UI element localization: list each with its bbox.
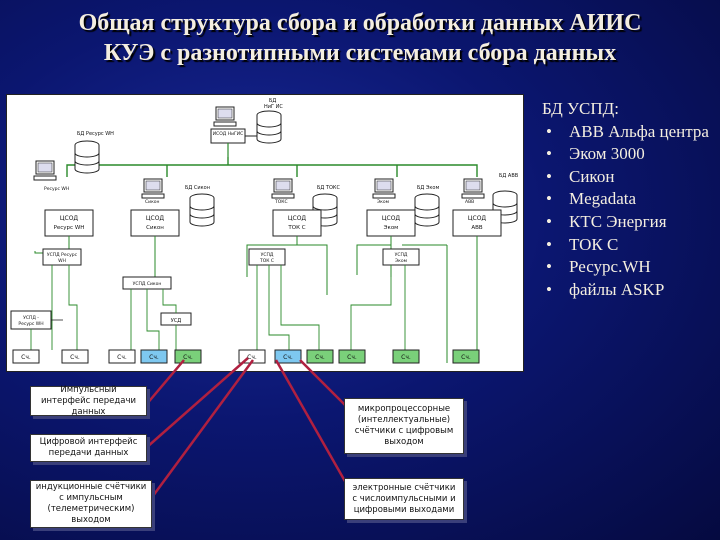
pc-label: ТОКС bbox=[274, 199, 288, 205]
uspd-box bbox=[42, 248, 82, 266]
meter-label: Сч. bbox=[247, 354, 257, 361]
title-line-1: Общая структура сбора и обработки данных… bbox=[78, 10, 642, 36]
uspd-box bbox=[248, 248, 286, 266]
side-list-item: Megadata bbox=[542, 188, 717, 211]
db-resource-label: БД Ресурс WH bbox=[77, 131, 114, 137]
ccod-label: ТОК С bbox=[287, 225, 305, 231]
db-abb-label: БД АВВ bbox=[499, 173, 519, 179]
meter-label: Сч. bbox=[347, 354, 357, 361]
title-line-2: КУЭ с разнотипными системами сбора данны… bbox=[103, 40, 617, 66]
side-heading: БД УСПД: bbox=[542, 99, 619, 118]
uspd-label: Ресурс WH bbox=[18, 321, 43, 327]
top-db-label-2: НиГ ИС bbox=[264, 104, 283, 110]
pc-label: Сикон bbox=[145, 199, 160, 205]
callout-microprocessor-meters: микропроцессорные (интеллектуальные) счё… bbox=[344, 398, 464, 454]
callout-impulse-interface: Импульсный интерфейс передачи данных bbox=[30, 385, 147, 417]
uspd-label: WH bbox=[58, 258, 66, 264]
meter-label: Сч. bbox=[283, 354, 293, 361]
side-list-item: Ресурс.WH bbox=[542, 256, 717, 279]
workstation-icon bbox=[33, 160, 57, 181]
database-icon bbox=[256, 110, 282, 144]
side-list-item: ТОК С bbox=[542, 234, 717, 257]
side-list-item: Сикон bbox=[542, 166, 717, 189]
meter-label: Сч. bbox=[183, 354, 193, 361]
uspd-label: УСПД bbox=[395, 252, 408, 258]
workstation-icon bbox=[141, 178, 165, 199]
uspd-label: УСПД Сикон bbox=[133, 281, 162, 287]
database-icon bbox=[74, 140, 100, 174]
side-list-item: Эком 3000 bbox=[542, 143, 717, 166]
pc-label: Эком bbox=[377, 199, 389, 205]
callout-induction-meters: индукционные счётчики с импульсным (теле… bbox=[30, 480, 152, 528]
side-list-item: файлы ASKP bbox=[542, 279, 717, 302]
ccod-label: ЦСОД bbox=[288, 215, 307, 222]
uspd-database-list: БД УСПД: АВВ Альфа центра Эком 3000 Сико… bbox=[542, 98, 717, 301]
uspd-box bbox=[382, 248, 420, 266]
ccod-label: Ресурс WH bbox=[54, 225, 85, 231]
db-ekom-label: БД Эком bbox=[417, 185, 439, 191]
db-sikon-label: БД Сикон bbox=[185, 185, 210, 191]
pc-label: Ресурс WH bbox=[44, 186, 69, 192]
workstation-icon bbox=[213, 106, 237, 127]
top-db-label-1: БД bbox=[269, 98, 276, 104]
meter-label: Сч. bbox=[461, 354, 471, 361]
ccod-boxes bbox=[44, 209, 502, 237]
uspd-label: УСПД - bbox=[23, 315, 39, 321]
ccod-label: ЦСОД bbox=[146, 215, 165, 222]
ccod-label: Эком bbox=[384, 225, 399, 231]
pc-label: АВВ bbox=[465, 199, 474, 205]
meter-label: Сч. bbox=[70, 354, 80, 361]
meter-label: Сч. bbox=[401, 354, 411, 361]
database-icon bbox=[414, 193, 440, 227]
uspd-label: УСПД bbox=[261, 252, 274, 258]
db-tok-label: БД ТОКС bbox=[317, 185, 340, 191]
callout-digital-interface: Цифровой интерфейс передачи данных bbox=[30, 434, 147, 462]
meter-label: Сч. bbox=[117, 354, 127, 361]
callout-electronic-meters: электронные счётчики с числоимпульсными … bbox=[344, 478, 464, 520]
ccod-label: АВВ bbox=[471, 225, 483, 231]
uspd-label: Эком bbox=[395, 258, 407, 264]
workstation-icon bbox=[271, 178, 295, 199]
uspd-label: УСД bbox=[171, 318, 182, 324]
workstation-icon bbox=[461, 178, 485, 199]
database-icon bbox=[189, 193, 215, 227]
structure-diagram: БД НиГ ИС ИСОД НиГИС БД Ресурс WH Ресурс… bbox=[6, 94, 524, 372]
meter-label: Сч. bbox=[149, 354, 159, 361]
uspd-label: УСПД Ресурс bbox=[47, 252, 78, 258]
side-list: АВВ Альфа центра Эком 3000 Сикон Megadat… bbox=[542, 121, 717, 302]
side-list-item: АВВ Альфа центра bbox=[542, 121, 717, 144]
isod-label: ИСОД НиГИС bbox=[213, 131, 244, 137]
ccod-label: ЦСОД bbox=[382, 215, 401, 222]
meter-label: Сч. bbox=[315, 354, 325, 361]
ccod-label: Сикон bbox=[146, 225, 164, 231]
diagram-canvas: БД НиГ ИС ИСОД НиГИС БД Ресурс WH Ресурс… bbox=[10, 98, 519, 364]
uspd-label: ТОК С bbox=[259, 258, 274, 264]
workstation-icon bbox=[372, 178, 396, 199]
ccod-label: ЦСОД bbox=[60, 215, 79, 222]
slide-title: Общая структура сбора и обработки данных… bbox=[0, 8, 720, 68]
ccod-label: ЦСОД bbox=[468, 215, 487, 222]
side-list-item: КТС Энергия bbox=[542, 211, 717, 234]
meter-label: Сч. bbox=[21, 354, 31, 361]
